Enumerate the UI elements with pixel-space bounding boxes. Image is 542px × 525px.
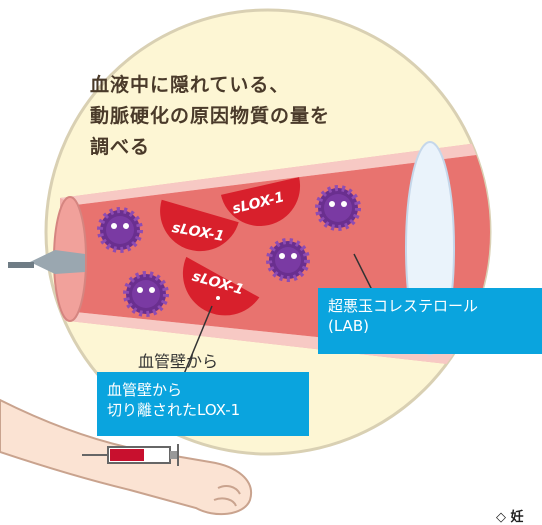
lab-particle (97, 207, 143, 253)
footer-note: ◇ 妊 (496, 510, 524, 525)
heading-line-2: 動脈硬化の原因物質の量を (90, 105, 331, 127)
slox-callout-line-1: 血管壁から (107, 381, 183, 399)
slox-pointer-line (183, 305, 213, 375)
vessel-wall-label: 血管壁から (138, 352, 219, 371)
heading-line-1: 血液中に隠れている、 (90, 74, 290, 96)
slox-particle: sLOX-1 (160, 199, 239, 252)
heading-line-3: 調べる (90, 136, 151, 158)
slox-callout-line-2: 切り離されたLOX-1 (107, 401, 241, 419)
lab-particle (266, 238, 310, 282)
lab-pointer-line (353, 253, 373, 291)
lab-callout-line-2: (LAB) (328, 317, 369, 335)
probe-icon (30, 250, 85, 274)
syringe-icon (82, 444, 179, 466)
lab-callout-line-1: 超悪玉コレステロール (328, 297, 479, 315)
slox-particle: sLOX-1 (220, 177, 301, 227)
page-heading: 血液中に隠れている、 動脈硬化の原因物質の量を 調べる (90, 70, 390, 163)
lab-particle (123, 271, 169, 317)
lab-callout: 超悪玉コレステロール (LAB) (318, 288, 542, 354)
lab-particle (315, 185, 361, 231)
slox-callout: 血管壁から 切り離されたLOX-1 (97, 372, 309, 436)
